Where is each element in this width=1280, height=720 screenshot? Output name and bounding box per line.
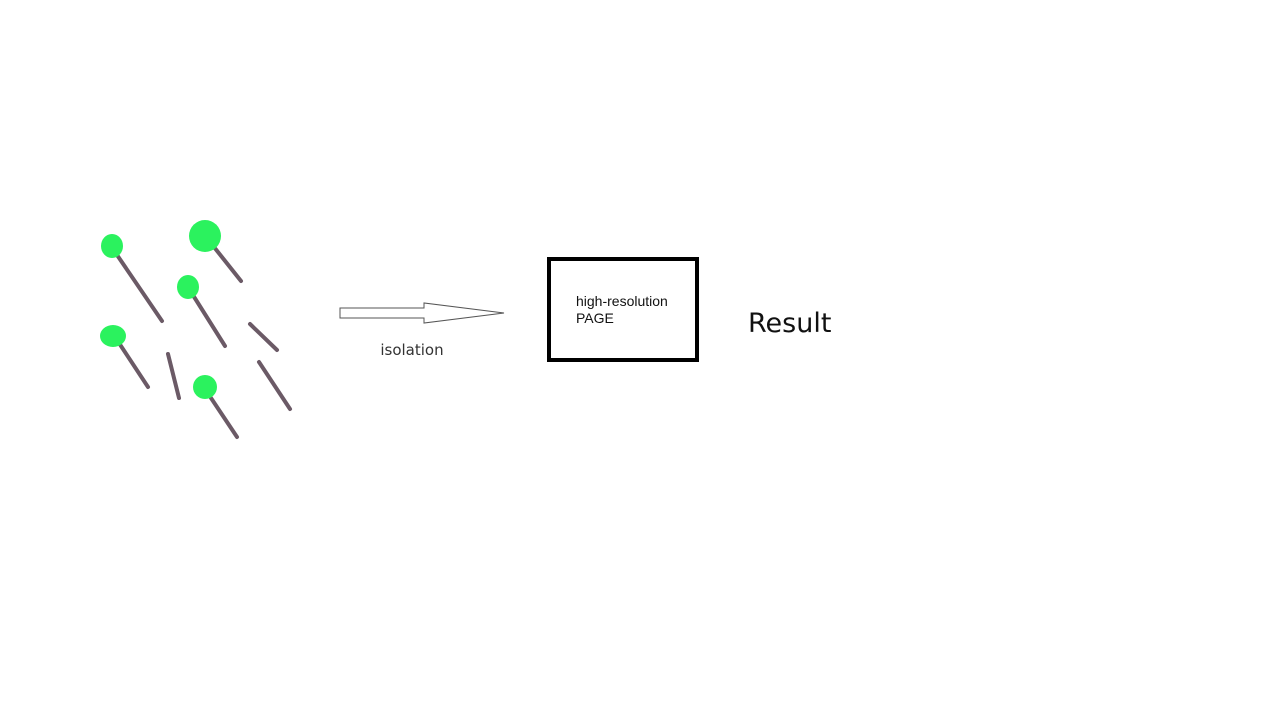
particle [189,220,243,283]
particle [193,375,239,439]
particle-stalk [189,290,227,348]
particle-head [189,220,221,252]
particle-cluster [100,220,292,439]
particle-stalk [208,240,243,283]
arrow-shape [339,302,505,324]
particle-stalk [115,338,150,389]
particle-head [193,375,217,399]
particle-stalk [257,360,292,411]
particle-stalk [205,390,239,439]
particle-head [101,234,123,258]
arrow-label: isolation [380,341,443,359]
particle-stalk [166,352,181,400]
particle-head [177,275,199,299]
page-box-border [547,257,699,362]
particle-head [100,325,126,347]
page-box-line1: high-resolution [576,293,668,309]
particle [101,234,164,323]
particle-stalk [113,250,164,323]
particle-stalk [248,322,279,352]
result-label: Result [748,308,831,339]
particle [177,275,227,348]
page-box: high-resolution PAGE [547,257,699,362]
particle [100,325,150,389]
page-box-line2: PAGE [576,310,614,326]
isolation-arrow: isolation [339,302,505,359]
